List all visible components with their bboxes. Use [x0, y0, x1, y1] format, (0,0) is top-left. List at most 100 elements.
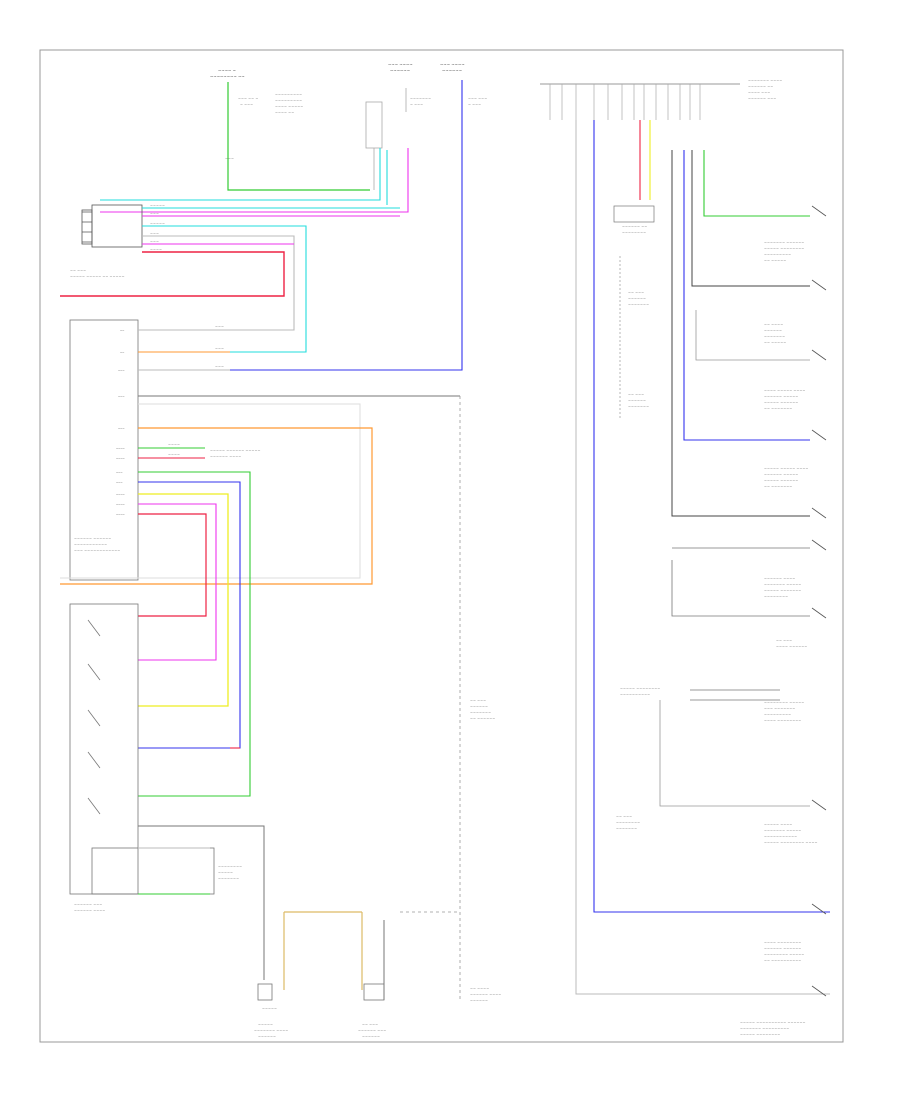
svg-text:~~~: ~~~	[215, 325, 224, 329]
svg-text:~~~~~~~: ~~~~~~~	[218, 877, 239, 881]
svg-text:~ ~~~: ~ ~~~	[410, 103, 423, 107]
svg-text:~~~~~~ ~~~~: ~~~~~~ ~~~~	[764, 577, 795, 581]
motor-bottom-center: ~~ ~~~ ~~~~~~ ~~~ ~~~~~~	[358, 912, 386, 1039]
wire-black-right-2	[691, 150, 810, 287]
svg-text:~~~~~~~~~: ~~~~~~~~~	[275, 99, 302, 103]
svg-text:~~~ ~~~~~~~: ~~~ ~~~~~~~	[764, 707, 795, 711]
svg-text:~~~: ~~~	[116, 471, 123, 475]
svg-text:~~~~~~~: ~~~~~~~	[764, 335, 785, 339]
svg-text:~~ ~~~~: ~~ ~~~~	[470, 987, 489, 991]
svg-text:~~~ ~~~~: ~~~ ~~~~	[440, 62, 465, 67]
svg-text:~~~~~: ~~~~~	[150, 204, 165, 208]
svg-text:~~ ~~~~~~: ~~ ~~~~~~	[470, 717, 495, 721]
svg-text:~~~~~~~: ~~~~~~~	[628, 303, 649, 307]
svg-text:~~~~: ~~~~	[150, 248, 162, 252]
svg-text:~~~~~~~ ~~~~: ~~~~~~~ ~~~~	[748, 79, 782, 83]
svg-text:~~~~~~: ~~~~~~	[764, 329, 782, 333]
svg-text:~ ~~~: ~ ~~~	[468, 103, 481, 107]
svg-text:~~~~~~~~: ~~~~~~~~	[764, 595, 788, 599]
svg-text:~~~~~~~~ ~~~~~: ~~~~~~~~ ~~~~~	[764, 953, 804, 957]
svg-text:~~~ ~~~~~~~~~~~~: ~~~ ~~~~~~~~~~~~	[74, 549, 120, 553]
svg-text:~~~~~~~ ~~~~~: ~~~~~~~ ~~~~~	[764, 583, 801, 587]
wire-blue-right-2	[683, 150, 810, 441]
ground-center: ~~ ~~~ ~~~~~~ ~~~~~~~ ~~ ~~~~~~ ~~ ~~~~ …	[400, 396, 501, 1003]
svg-text:~~~: ~~~	[118, 369, 125, 373]
connector-center-right: ~~~~~~ ~~ ~~~~~~~~ ~~ ~~~ ~~~~~~ ~~~~~~~…	[613, 205, 655, 831]
svg-text:~~~~~~~ ~~~~~~~~~: ~~~~~~~ ~~~~~~~~~	[740, 1027, 789, 1031]
svg-text:~~~ ~~~: ~~~ ~~~	[468, 97, 487, 101]
svg-text:~~~~~~~ ~~~~: ~~~~~~~ ~~~~	[254, 1029, 288, 1033]
diagram-frame	[39, 49, 844, 1043]
svg-text:~~~: ~~~	[225, 157, 234, 161]
svg-text:~~~: ~~~	[150, 240, 159, 244]
switches-right-column: ~~~~~~~ ~~~~~~ ~~~~~ ~~~~~~~~ ~~~~~~~~~ …	[740, 205, 827, 1037]
window-switch-master: ~~~~~~ ~~~ ~~~~~~ ~~~~ ~~~~~~~~ ~~~~~ ~~…	[69, 603, 265, 980]
svg-text:~~~~~~ ~~: ~~~~~~ ~~	[622, 225, 647, 229]
svg-text:~~ ~~~: ~~ ~~~	[628, 291, 644, 295]
svg-text:~~~~ ~~~~~~~~: ~~~~ ~~~~~~~~	[764, 719, 801, 723]
svg-text:~~~: ~~~	[215, 365, 224, 369]
svg-text:~~~: ~~~	[215, 347, 224, 351]
svg-text:~~~: ~~~	[150, 212, 159, 216]
svg-text:~~ ~~~~~: ~~ ~~~~~	[764, 341, 786, 345]
wire-black-right	[671, 150, 810, 517]
svg-text:~~~~~~~~: ~~~~~~~~	[616, 821, 640, 825]
svg-text:~~~~~~~ ~~~~~~: ~~~~~~~ ~~~~~~	[764, 241, 804, 245]
svg-text:~~~: ~~~	[116, 481, 123, 485]
svg-text:~~~~~~~~ ~~: ~~~~~~~~ ~~	[210, 74, 245, 79]
wire-green-right	[703, 150, 810, 217]
svg-text:~~ ~~~: ~~ ~~~	[470, 699, 486, 703]
svg-text:~~~~~: ~~~~~	[218, 871, 233, 875]
connector-right-middle: ~~~~~ ~~~~~~~~ ~~~~~~~~~~	[620, 547, 810, 807]
svg-text:~~~~~~ ~~~~: ~~~~~~ ~~~~	[210, 455, 241, 459]
svg-text:~~~~~~: ~~~~~~	[628, 297, 646, 301]
svg-text:~~~~~ ~~~~~~: ~~~~~ ~~~~~~	[764, 479, 798, 483]
svg-text:~~~~~~ ~~~~~: ~~~~~~ ~~~~~	[764, 473, 798, 477]
svg-text:~~~~~~~~~: ~~~~~~~~~	[275, 93, 302, 97]
wire-gray-right	[575, 120, 830, 995]
svg-text:~~~~ ~~: ~~~~ ~~	[275, 111, 294, 115]
svg-text:~~ ~~~: ~~ ~~~	[70, 269, 86, 273]
svg-text:~~~~ ~~~: ~~~~ ~~~	[748, 91, 770, 95]
svg-text:~~ ~~~~~: ~~ ~~~~~	[764, 259, 786, 263]
svg-text:~~~: ~~~	[118, 395, 125, 399]
svg-text:~~ ~~~~~~~~~~: ~~ ~~~~~~~~~~	[764, 959, 801, 963]
svg-text:~~~~ ~~~~~~~~: ~~~~ ~~~~~~~~	[764, 941, 801, 945]
svg-text:~~ ~~~~: ~~ ~~~~	[764, 323, 783, 327]
svg-text:~~~~~~~~~: ~~~~~~~~~	[764, 253, 791, 257]
svg-text:~~~~~~~~~~~: ~~~~~~~~~~~	[74, 543, 107, 547]
svg-text:~~~~~~~~~: ~~~~~~~~~	[764, 713, 791, 717]
svg-text:~~~~~~~ ~~~~~: ~~~~~~~ ~~~~~	[764, 829, 801, 833]
svg-text:~~~~: ~~~~	[168, 443, 180, 447]
svg-text:~~~~~ ~~~~~~~~: ~~~~~ ~~~~~~~~	[620, 687, 660, 691]
svg-text:~~~: ~~~	[150, 232, 159, 236]
svg-text:~~~~~: ~~~~~	[150, 222, 165, 226]
svg-text:~~~~~~~: ~~~~~~~	[410, 97, 431, 101]
svg-text:~~~~~~~: ~~~~~~~	[470, 711, 491, 715]
module-left-control: ~~~~~~ ~~~~~~ ~~~~~~~~~~~ ~~~ ~~~~~~~~~~…	[60, 319, 460, 797]
svg-text:~~~~: ~~~~	[116, 457, 125, 461]
svg-text:~ ~~~: ~ ~~~	[240, 103, 253, 107]
svg-text:~~ ~~~: ~~ ~~~	[616, 815, 632, 819]
svg-text:~~~~~~ ~~~~: ~~~~~~ ~~~~	[74, 909, 105, 913]
svg-text:~~ ~~~: ~~ ~~~	[776, 639, 792, 643]
svg-text:~~~~~ ~~~~~~~~ ~~~~: ~~~~~ ~~~~~~~~ ~~~~	[764, 841, 817, 845]
svg-text:~~~~~ ~~~~~~~~: ~~~~~ ~~~~~~~~	[740, 1033, 780, 1037]
svg-text:~~~~ ~~~~~: ~~~~ ~~~~~	[275, 105, 303, 109]
svg-text:~~~~~~ ~~~~~: ~~~~~~ ~~~~~	[764, 395, 798, 399]
svg-text:~~~~: ~~~~	[116, 513, 125, 517]
svg-text:~~~~~~~~~~: ~~~~~~~~~~	[620, 693, 650, 697]
svg-text:~~~~~ ~~~~~~~~: ~~~~~ ~~~~~~~~	[764, 247, 804, 251]
svg-text:~~~~~~: ~~~~~~	[470, 705, 488, 709]
svg-text:~~~~~~: ~~~~~~	[390, 68, 410, 73]
svg-text:~~ ~~~~~~~: ~~ ~~~~~~~	[764, 485, 792, 489]
svg-text:~~~~~~: ~~~~~~	[258, 1035, 276, 1039]
fuse-top-center-2: ~~~ ~~~~ ~~~~~~ ~~~ ~~~ ~ ~~~	[230, 62, 487, 371]
svg-text:~~~~~~ ~~: ~~~~~~ ~~	[748, 85, 773, 89]
svg-text:~~~~ ~~~~~~: ~~~~ ~~~~~~	[776, 645, 807, 649]
svg-text:~~~~~~~~: ~~~~~~~~	[218, 865, 242, 869]
svg-text:~~~~~~: ~~~~~~	[470, 999, 488, 1003]
svg-text:~~~~~~~: ~~~~~~~	[628, 405, 649, 409]
fuse-box-top-left: ~~~~ ~ ~~~~~~~~ ~~ ~~~ ~~ ~ ~ ~~~ ~~~~~~…	[210, 68, 370, 191]
svg-text:~~~ ~~~~: ~~~ ~~~~	[388, 62, 413, 67]
